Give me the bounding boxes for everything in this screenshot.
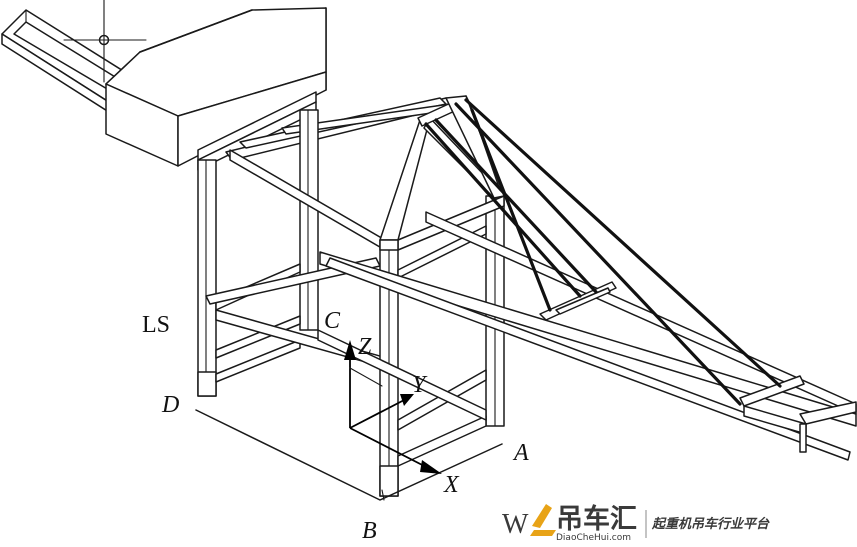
label-a: A: [512, 440, 529, 466]
diagram-labels: LS C D B A X Y Z: [142, 308, 529, 544]
label-ls: LS: [142, 312, 170, 338]
watermark-logo-letter: W: [502, 509, 529, 540]
label-x: X: [443, 472, 460, 498]
crane-logo-icon: [530, 504, 556, 536]
watermark-slogan: 起重机吊车行业平台: [651, 516, 770, 532]
watermark-brand: 吊车汇: [556, 503, 637, 535]
boom: [319, 211, 857, 461]
label-b: B: [362, 518, 377, 544]
label-z: Z: [358, 334, 372, 360]
watermark: W 吊车汇 DiaoCheHui.com 起重机吊车行业平台: [502, 503, 770, 543]
label-y: Y: [412, 372, 428, 398]
ground-footprint: [195, 409, 503, 501]
apex-frame: [379, 95, 505, 251]
tie-rods: [424, 98, 782, 406]
label-d: D: [161, 392, 179, 418]
coordinate-axes: [344, 340, 442, 474]
label-c: C: [324, 308, 341, 334]
watermark-domain: DiaoCheHui.com: [556, 533, 631, 543]
reference-crosshair: [63, 0, 147, 83]
